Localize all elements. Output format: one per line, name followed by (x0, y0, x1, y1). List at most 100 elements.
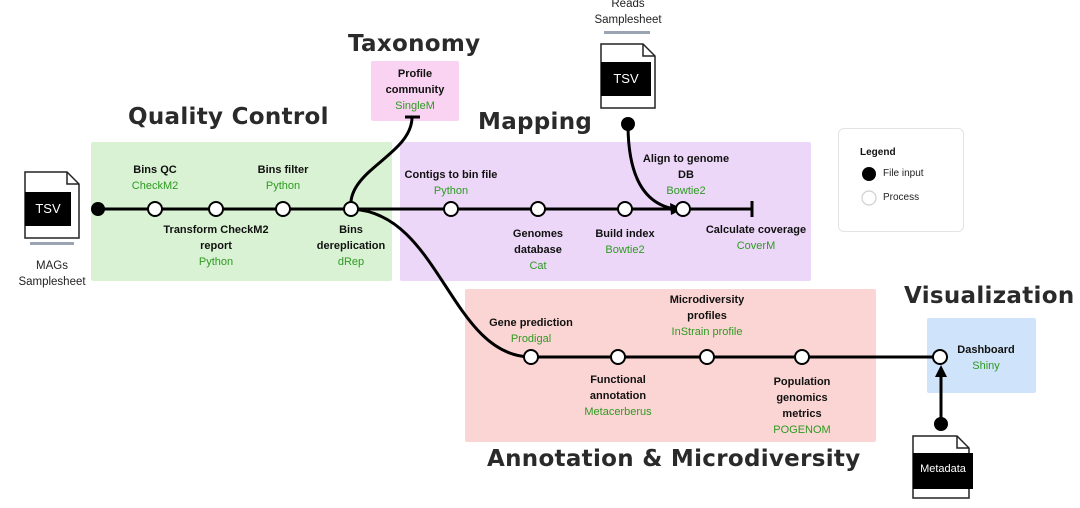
node-popgen (794, 349, 810, 365)
taxonomy-branch (349, 116, 414, 210)
step-tool: CoverM (736, 240, 776, 252)
step-name: Functional (590, 374, 646, 386)
reads-file-icon (600, 31, 656, 109)
legend-file-input-label: File input (883, 168, 924, 179)
step-name: profiles (687, 310, 727, 322)
step-name: community (385, 84, 445, 96)
step-contigs: Contigs to bin file Python (396, 167, 506, 199)
mapping-title: Mapping (478, 109, 593, 135)
legend-file-input-marker (862, 167, 876, 181)
legend-panel: Legend File input Process (838, 128, 964, 232)
step-tool: Bowtie2 (605, 244, 645, 256)
metadata-file-icon (912, 435, 973, 499)
taxonomy-title: Taxonomy (348, 31, 481, 57)
step-tool: Cat (529, 260, 547, 272)
reads-label-line-1: Reads (611, 0, 645, 10)
annotation-title: Annotation & Microdiversity (487, 446, 861, 472)
step-microdiv: Microdiversity profiles InStrain profile (652, 292, 762, 340)
node-build-index (617, 201, 633, 217)
step-transform: Transform CheckM2 report Python (156, 222, 276, 270)
step-name: Profile (397, 68, 433, 80)
step-name: Population (773, 376, 831, 388)
taxonomy-region (371, 61, 459, 121)
mags-file-icon (24, 171, 80, 245)
step-name: annotation (589, 390, 647, 402)
step-name: Bins (339, 224, 363, 236)
node-gene-pred (523, 349, 539, 365)
node-transform (208, 201, 224, 217)
step-popgen: Population genomics metrics POGENOM (752, 374, 852, 438)
step-gene-pred: Gene prediction Prodigal (481, 315, 581, 347)
node-genomes-db (530, 201, 546, 217)
step-functional: Functional annotation Metacerberus (568, 372, 668, 420)
node-bins-qc (147, 201, 163, 217)
step-tool: dRep (337, 256, 365, 268)
reads-input-line (626, 123, 676, 211)
step-name: report (200, 240, 232, 252)
step-genomes-db: Genomes database Cat (498, 226, 578, 274)
step-bins-qc: Bins QC CheckM2 (115, 162, 195, 194)
reads-input-dot (621, 117, 635, 131)
step-align: Align to genome DB Bowtie2 (636, 151, 736, 199)
step-tool: SingleM (395, 100, 435, 112)
reads-samplesheet-label: Reads Samplesheet (588, 0, 668, 28)
step-name: database (514, 244, 562, 256)
step-name: DB (678, 169, 694, 181)
step-tool: Shiny (972, 360, 1000, 372)
step-name: Dashboard (957, 344, 1015, 356)
step-coverage: Calculate coverage CoverM (700, 222, 812, 254)
legend-markers (861, 167, 877, 206)
quality-control-region (91, 142, 392, 281)
step-tool: Metacerberus (584, 406, 652, 418)
step-name: Bins filter (257, 164, 309, 176)
step-tool: InStrain profile (671, 326, 743, 338)
step-build-index: Build index Bowtie2 (585, 226, 665, 258)
step-tool: Python (433, 185, 469, 197)
step-name: Transform CheckM2 (163, 224, 269, 236)
step-dashboard: Dashboard Shiny (946, 342, 1026, 374)
step-tool: Prodigal (510, 333, 552, 345)
step-name: Gene prediction (489, 317, 573, 329)
step-tool: Bowtie2 (666, 185, 706, 197)
metadata-file-label: Metadata (920, 463, 966, 475)
legend-process-marker (861, 190, 877, 206)
step-tool: POGENOM (773, 424, 831, 436)
annotation-region (465, 289, 876, 442)
step-name: metrics (782, 408, 822, 420)
metadata-arrowhead (935, 365, 947, 377)
node-functional (610, 349, 626, 365)
step-tool: Python (198, 256, 234, 268)
visualization-title: Visualization (904, 283, 1075, 309)
node-microdiv (699, 349, 715, 365)
node-dereplication (343, 201, 359, 217)
reads-tsv-label: TSV (613, 71, 639, 86)
step-name: dereplication (316, 240, 386, 252)
step-name: Align to genome (642, 153, 730, 165)
step-tool: Python (265, 180, 301, 192)
legend-title: Legend (860, 147, 896, 158)
step-bins-filter: Bins filter Python (243, 162, 323, 194)
step-dereplication: Bins dereplication dRep (311, 222, 391, 270)
node-contigs (443, 201, 459, 217)
mags-input-dot (91, 202, 105, 216)
step-name: Bins QC (133, 164, 177, 176)
step-name: Contigs to bin file (404, 169, 498, 181)
step-name: Build index (595, 228, 655, 240)
step-profile: Profile community SingleM (373, 66, 457, 114)
node-align (675, 201, 691, 217)
quality-control-title: Quality Control (128, 104, 329, 130)
node-dashboard (932, 349, 948, 365)
step-name: Microdiversity (669, 294, 745, 306)
mags-samplesheet-label: MAGs Samplesheet (12, 258, 92, 290)
mags-label-line-1: MAGs (36, 260, 68, 272)
node-bins-filter (275, 201, 291, 217)
metadata-input-dot (934, 417, 948, 431)
step-tool: CheckM2 (131, 180, 179, 192)
mags-tsv-label: TSV (35, 201, 61, 216)
annotation-branch (350, 207, 531, 359)
step-name: Genomes (512, 228, 564, 240)
step-name: Calculate coverage (705, 224, 807, 236)
reads-label-line-2: Samplesheet (594, 14, 662, 26)
mags-label-line-2: Samplesheet (18, 276, 86, 288)
